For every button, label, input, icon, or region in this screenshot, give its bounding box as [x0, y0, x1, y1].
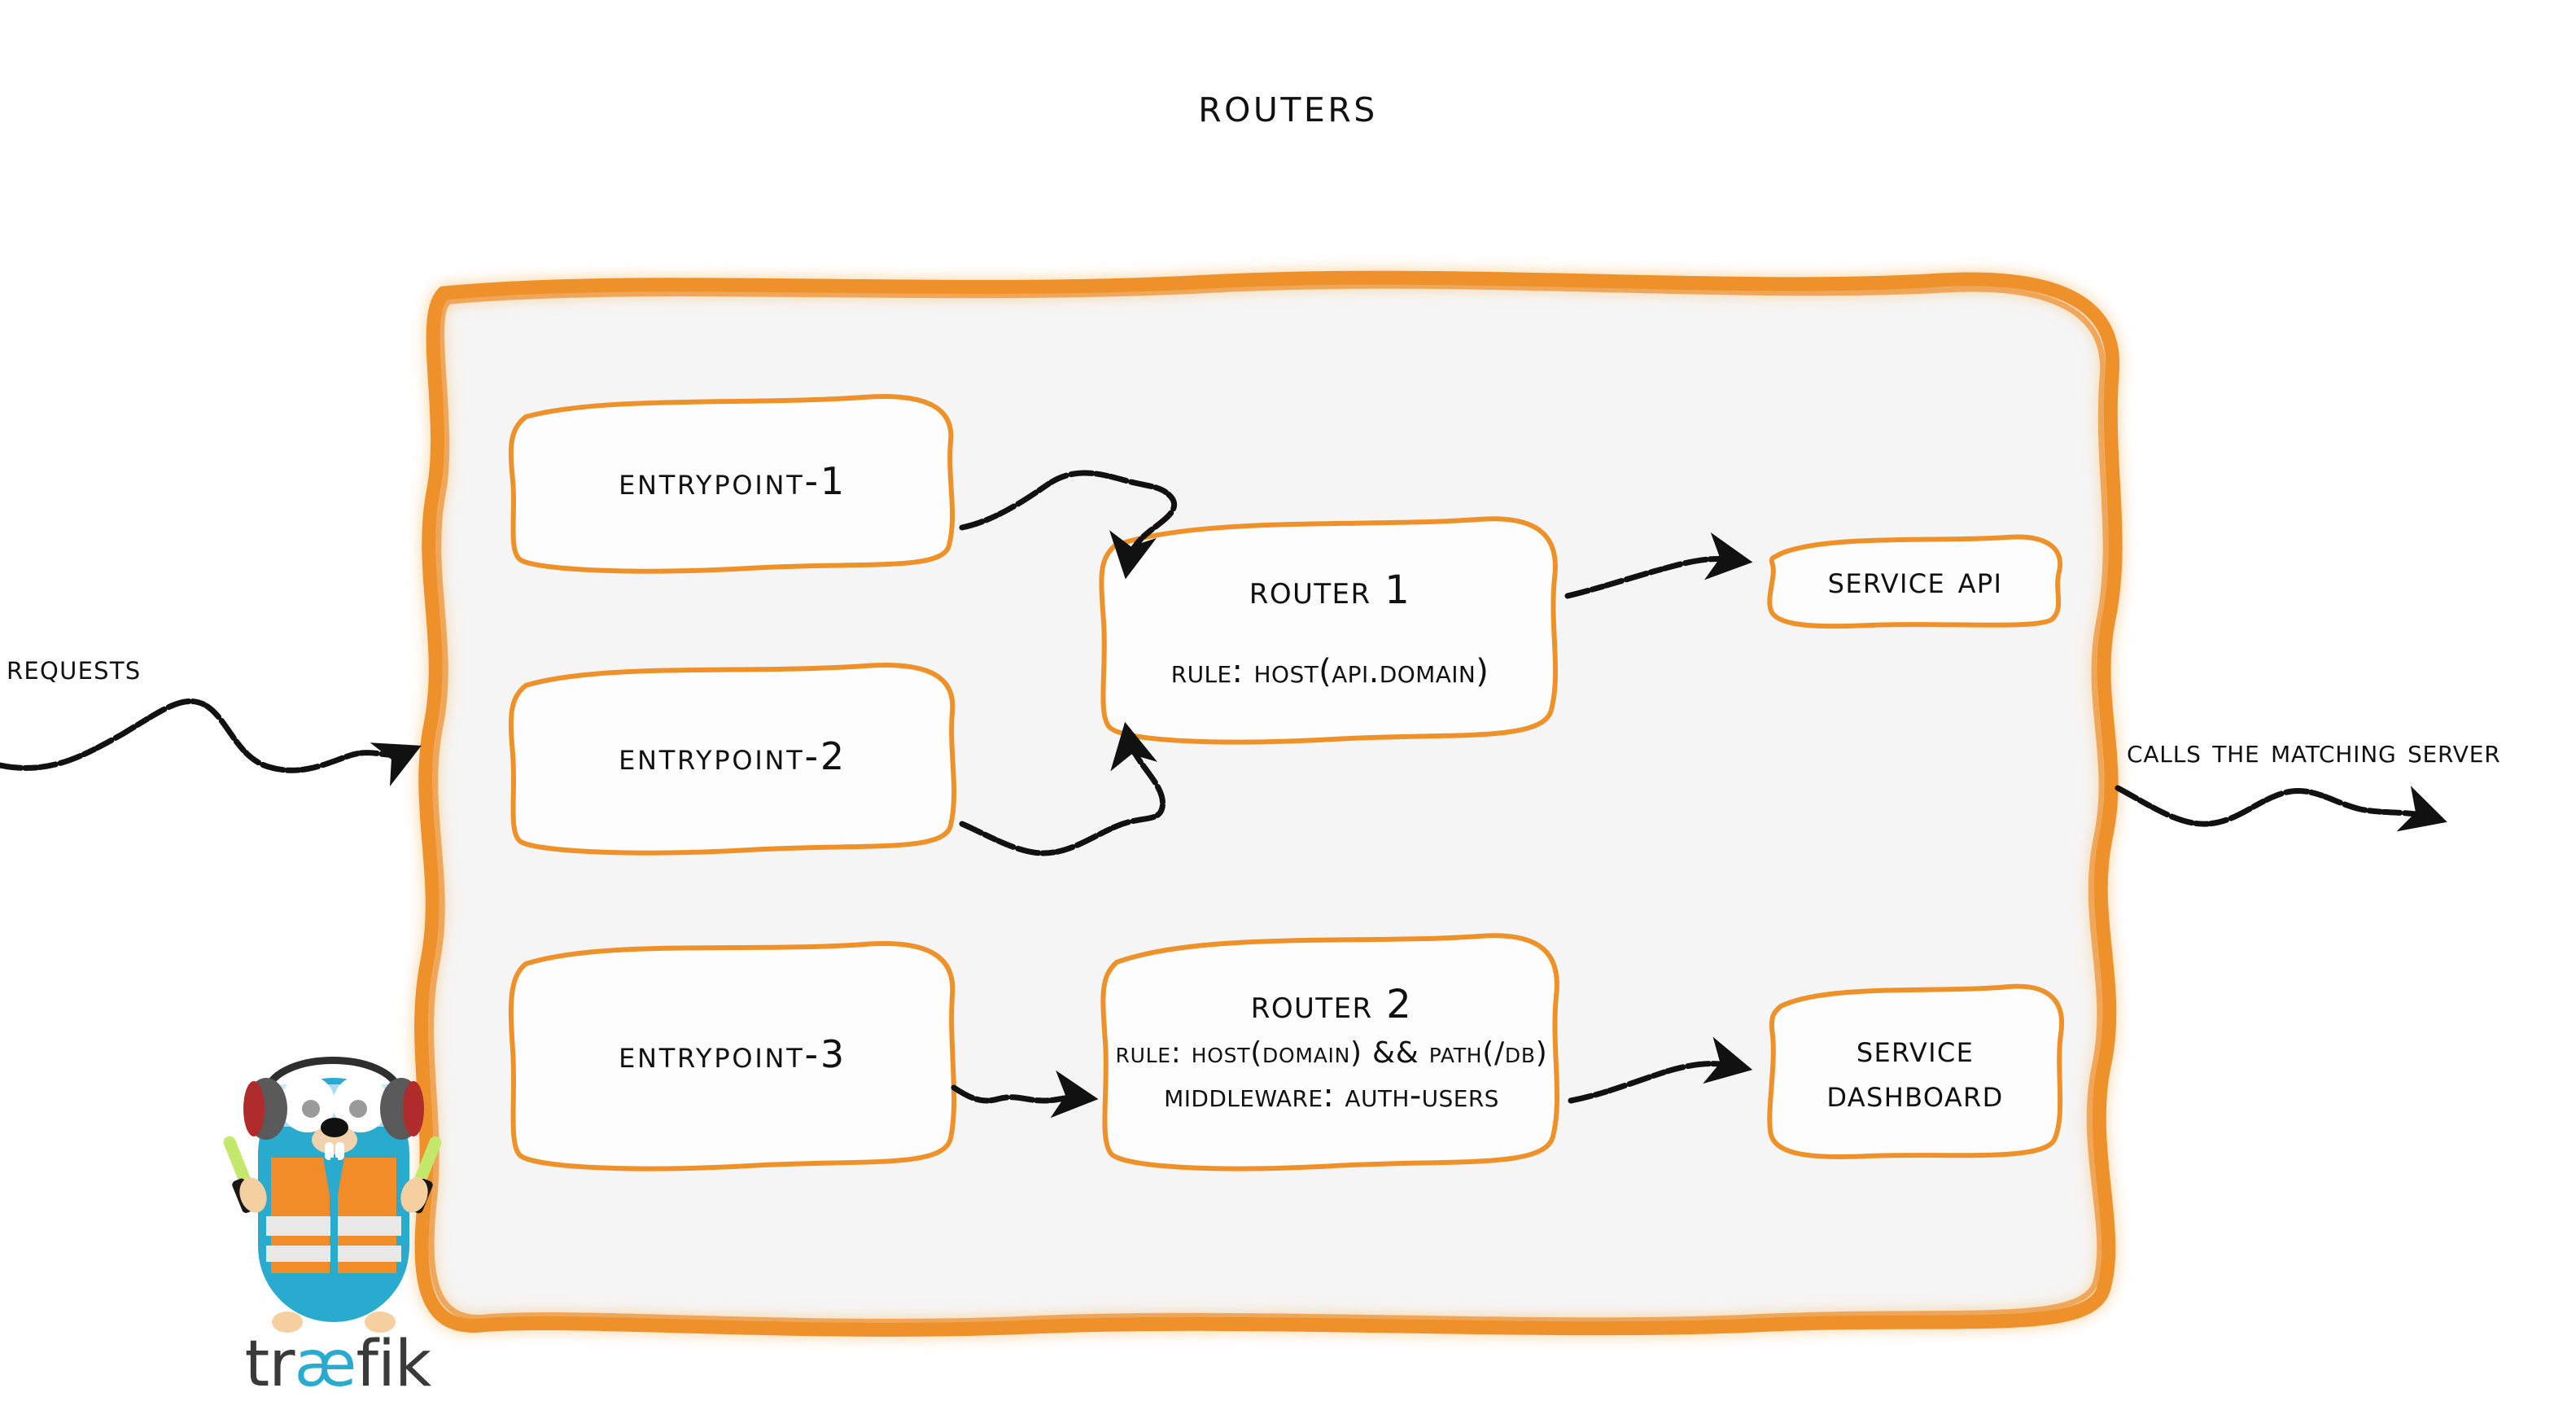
page-title: Routers	[1198, 77, 1378, 133]
router-2-middleware: Middleware: auth-users	[1164, 1076, 1499, 1114]
entrypoint-2-label: entrypoint-2	[619, 733, 846, 778]
wordmark-post: fik	[356, 1328, 431, 1401]
traefik-wordmark: træfik	[208, 1333, 468, 1396]
service-api-label: Service API	[1827, 558, 2003, 602]
service-api-node[interactable]: Service API	[1763, 529, 2067, 632]
router-1-rule: rule: Host(api.domain)	[1170, 652, 1489, 690]
router-1-name: Router 1	[1249, 567, 1411, 614]
router-2-name: Router 2	[1250, 982, 1413, 1028]
entrypoint-3-label: entrypoint-3	[619, 1031, 846, 1076]
safety-vest	[266, 1158, 401, 1273]
entrypoint-2-node[interactable]: entrypoint-2	[505, 651, 960, 861]
traefik-logo: træfik	[216, 1036, 452, 1410]
headphone-cup-left	[243, 1078, 287, 1140]
router-2-rule: rule: Host(domain) && Path(/db)	[1115, 1036, 1548, 1070]
arrow-requests-to-panel	[0, 698, 422, 786]
gopher-hand-right	[400, 1177, 428, 1213]
service-dashboard-node[interactable]: Service Dashboard	[1763, 977, 2067, 1167]
gopher-foot-left	[272, 1311, 303, 1333]
router-2-node[interactable]: Router 2 rule: Host(domain) && Path(/db)…	[1097, 918, 1566, 1179]
headphone-cup-right	[380, 1078, 424, 1140]
service-dashboard-label-2: Dashboard	[1826, 1072, 2004, 1115]
gopher-nose	[321, 1118, 348, 1137]
arrow-panel-to-calls	[2115, 785, 2447, 832]
wordmark-pre: tr	[244, 1328, 295, 1401]
gopher-hand-left	[239, 1177, 267, 1213]
gopher-tooth-right	[335, 1142, 344, 1160]
requests-label: Requests	[7, 647, 142, 687]
gopher-tooth-left	[325, 1142, 334, 1160]
entrypoint-1-label: entrypoint-1	[619, 458, 846, 503]
headphone-band	[262, 1057, 404, 1095]
entrypoint-1-node[interactable]: entrypoint-1	[505, 384, 960, 578]
gopher-foot-right	[365, 1311, 396, 1333]
calls-matching-server-label: Calls the matching server	[2127, 733, 2501, 770]
service-dashboard-label-1: Service	[1856, 1027, 1975, 1071]
entrypoint-3-node[interactable]: entrypoint-3	[505, 928, 960, 1180]
router-1-node[interactable]: Router 1 rule: Host(api.domain)	[1096, 503, 1564, 752]
wordmark-ae: æ	[294, 1328, 357, 1401]
